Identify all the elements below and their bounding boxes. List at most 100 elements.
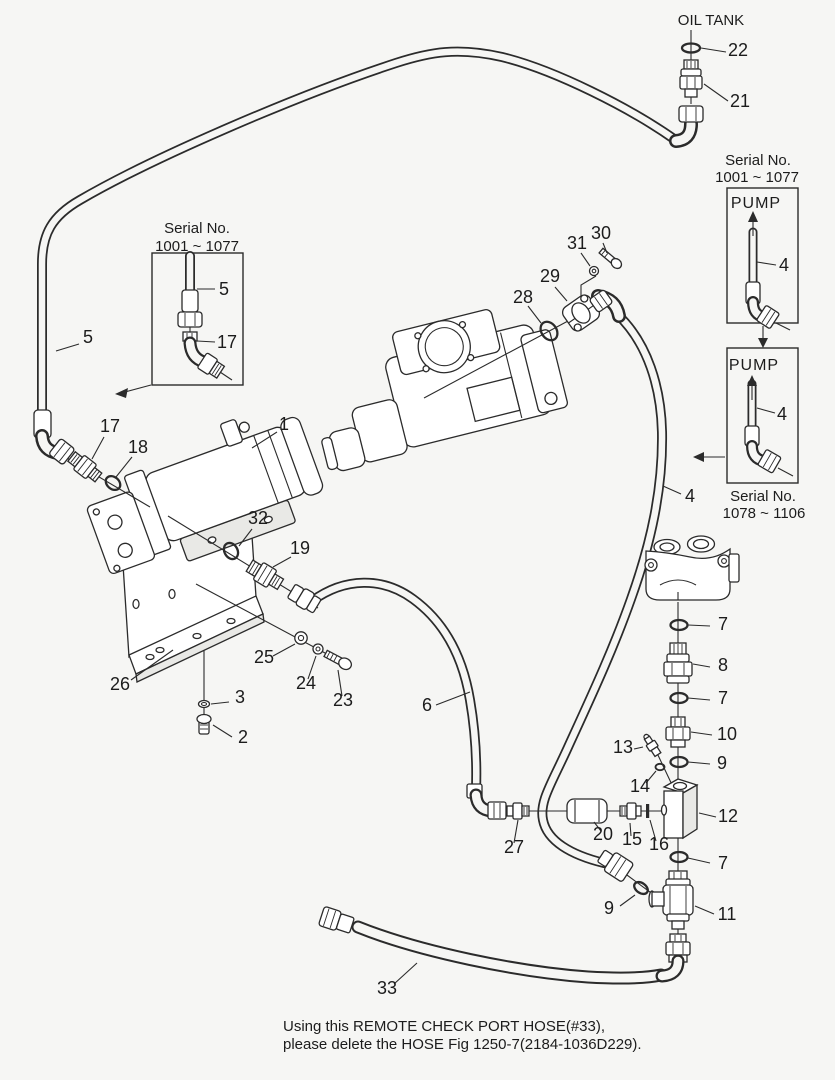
pump-top-serial-line2: 1001 ~ 1077 — [715, 169, 799, 186]
inset-left-serial-box: Serial No. 1001 ~ 1077 5 17 — [115, 220, 244, 398]
callout-5: 5 — [83, 327, 93, 347]
oil-tank-label: OIL TANK — [678, 12, 744, 29]
part-32-o-ring — [222, 541, 240, 561]
callout-15: 15 — [622, 829, 642, 849]
part-2-bolt — [196, 713, 212, 735]
part-7-o-ring-mid — [669, 691, 689, 705]
callout-8: 8 — [718, 655, 728, 675]
part-23-bolt — [323, 649, 353, 671]
inset-left-serial-line1: Serial No. — [164, 220, 230, 237]
callout-6: 6 — [422, 695, 432, 715]
part-3-washer — [197, 699, 211, 709]
callout-29: 29 — [540, 266, 560, 286]
part-17-elbow-fitting — [66, 450, 103, 483]
pump-top-serial-line1: Serial No. — [725, 152, 791, 169]
part-29-split-flange — [561, 294, 601, 332]
hose-4-end-nut — [597, 849, 634, 882]
part-10-fitting — [665, 716, 691, 748]
callout-16: 16 — [649, 834, 669, 854]
part-22-o-ring — [680, 42, 702, 54]
part-16-pin — [646, 804, 650, 818]
valve-block — [644, 535, 740, 601]
part-15-fitting — [619, 802, 642, 820]
footnote: Using this REMOTE CHECK PORT HOSE(#33), … — [283, 1018, 642, 1053]
part-19-fitting — [245, 559, 285, 591]
part-9-o-ring-hose — [633, 880, 649, 896]
callout-21: 21 — [730, 91, 750, 111]
hose-5-tank-to-pump — [37, 46, 679, 417]
hose-33-tee-elbow — [655, 933, 691, 983]
callout-32: 32 — [248, 508, 268, 528]
part-7-o-ring-bottom — [669, 850, 689, 864]
callout-23: 23 — [333, 690, 353, 710]
footnote-line1: Using this REMOTE CHECK PORT HOSE(#33), — [283, 1018, 605, 1035]
part-11-tee-fitting — [648, 870, 694, 930]
part-7-o-ring-top — [669, 618, 689, 632]
pump-bottom-serial-line1: Serial No. — [730, 488, 796, 505]
part-25-washer — [294, 631, 308, 645]
pump-bottom-up-arrow — [747, 375, 757, 386]
callout-22: 22 — [728, 40, 748, 60]
inset-pump-top-box: Serial No. 1001 ~ 1077 PUMP 4 — [715, 152, 799, 331]
callout-3: 3 — [235, 687, 245, 707]
callout-7-top: 7 — [718, 614, 728, 634]
hose-4-flange-elbow — [589, 289, 626, 323]
callout-4: 4 — [685, 486, 695, 506]
inset-pump-bottom-frame — [726, 347, 799, 484]
callout-7-mid: 7 — [718, 688, 728, 708]
hose-6 — [307, 577, 482, 795]
part-9-o-ring-stack — [669, 755, 689, 769]
callout-18: 18 — [128, 437, 148, 457]
callout-4-inset-bottom: 4 — [777, 404, 787, 424]
callout-4-inset-top: 4 — [779, 255, 789, 275]
part-24-washer — [312, 643, 324, 655]
part-31-washer — [588, 265, 600, 277]
callout-9-hose: 9 — [604, 898, 614, 918]
callout-12: 12 — [718, 806, 738, 826]
callout-33: 33 — [377, 978, 397, 998]
callout-5-inset: 5 — [219, 279, 229, 299]
part-14-o-ring — [654, 762, 666, 772]
pump-bottom-serial-line2: 1078 ~ 1106 — [723, 505, 806, 522]
part-12-block — [660, 778, 699, 840]
inset-left-frame — [151, 252, 244, 386]
callout-25: 25 — [254, 647, 274, 667]
main-hydraulic-pump-body — [321, 309, 568, 472]
callout-14: 14 — [630, 776, 650, 796]
hose-5-tank-elbow — [669, 105, 704, 148]
inset-pump-bottom-box: PUMP 4 Serial No. 1078 ~ 1106 — [693, 347, 806, 522]
hose-5-end-elbow — [33, 409, 75, 465]
inset-link-arrow — [758, 326, 768, 348]
hose-4-pump-to-valve — [537, 309, 668, 868]
callout-7-bottom: 7 — [718, 853, 728, 873]
part-1-pump-motor-unit — [86, 416, 324, 575]
callout-28: 28 — [513, 287, 533, 307]
callout-9-stack: 9 — [717, 753, 727, 773]
pump-top-up-arrow — [748, 211, 758, 222]
part-20-inline-valve — [566, 798, 608, 824]
inset-left-serial-line2: 1001 ~ 1077 — [155, 238, 239, 255]
callout-27: 27 — [504, 837, 524, 857]
inset-left-arrow — [115, 388, 128, 398]
callout-2: 2 — [238, 727, 248, 747]
hose-33-end-fitting — [318, 906, 355, 934]
pump-bottom-label: PUMP — [729, 357, 779, 374]
pump-bottom-left-arrow — [693, 452, 704, 462]
footnote-line2: please delete the HOSE Fig 1250-7(2184-1… — [283, 1036, 642, 1053]
callout-20: 20 — [593, 824, 613, 844]
callout-24: 24 — [296, 673, 316, 693]
part-13-check-fitting — [643, 733, 662, 758]
leader-lines — [55, 47, 729, 985]
callout-17: 17 — [100, 416, 120, 436]
callout-31: 31 — [567, 233, 587, 253]
part-28-o-ring — [539, 320, 559, 342]
pump-top-label: PUMP — [731, 195, 781, 212]
part-18-o-ring — [104, 474, 122, 492]
callout-1: 1 — [279, 414, 289, 434]
callout-11: 11 — [718, 904, 737, 924]
part-30-bolt — [598, 247, 623, 270]
callout-17-inset: 17 — [217, 332, 237, 352]
callout-26: 26 — [110, 674, 130, 694]
